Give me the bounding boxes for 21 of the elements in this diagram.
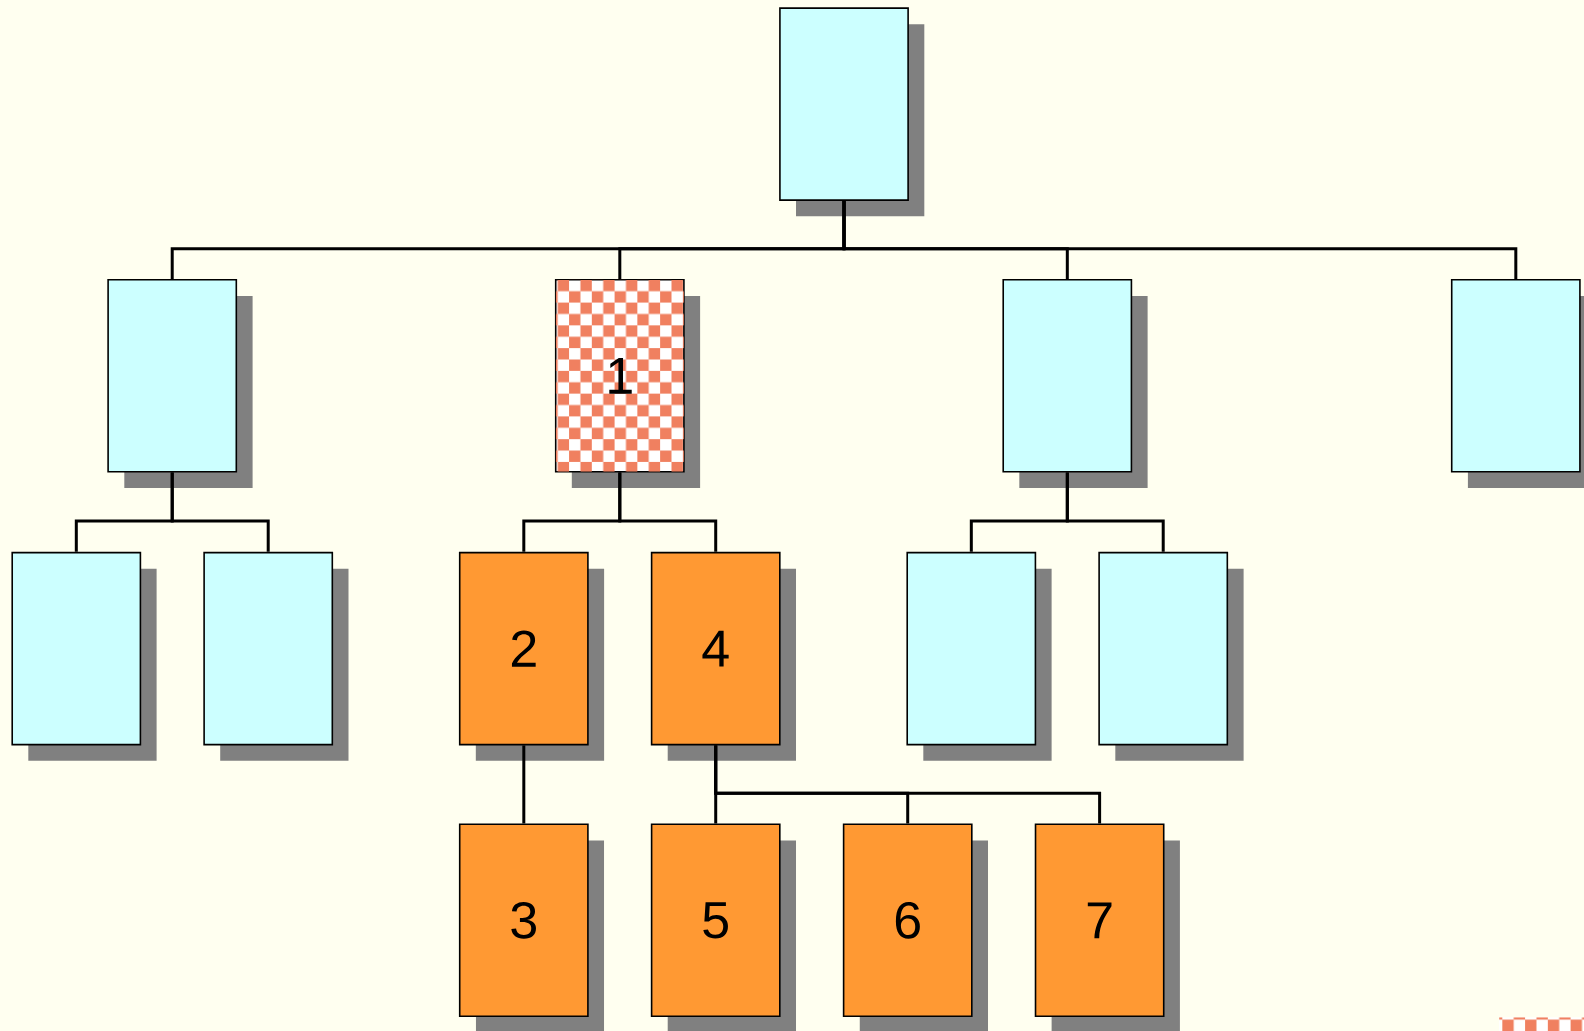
connector-line: [842, 200, 1518, 279]
connector-line: [1065, 472, 1165, 552]
org-box: 3: [458, 823, 605, 1031]
connector-line: [170, 472, 270, 552]
org-box: [1002, 279, 1148, 488]
org-box: [203, 551, 349, 761]
org-box: 1: [554, 279, 701, 488]
org-box: [906, 551, 1052, 761]
org-box: 2: [458, 551, 605, 761]
org-box: 6: [842, 823, 988, 1031]
org-box: [107, 279, 253, 488]
connector-line: [714, 745, 1102, 824]
org-box: 7: [1034, 823, 1180, 1031]
org-box: [11, 551, 157, 761]
org-box: [1098, 551, 1244, 761]
connector-line: [522, 745, 526, 824]
org-box: [1450, 279, 1584, 488]
connector-line: [618, 472, 718, 552]
org-box: [779, 7, 925, 217]
org-box: 4: [650, 551, 796, 761]
org-box: 5: [650, 823, 796, 1031]
